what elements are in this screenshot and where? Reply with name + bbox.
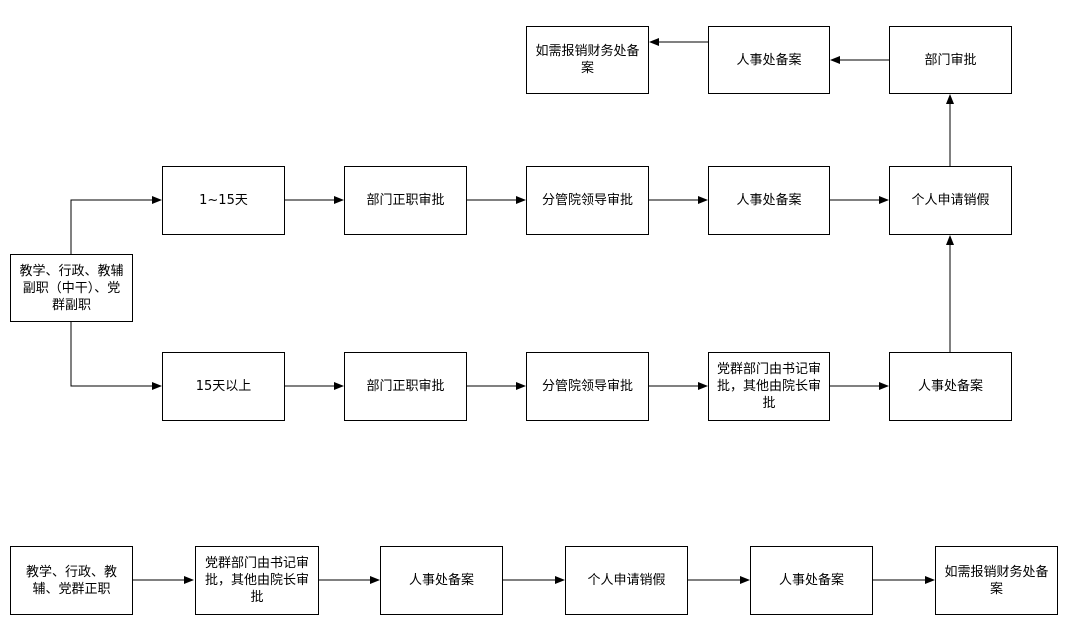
node-start-deputy-staff: 教学、行政、教辅副职（中干）、党群副职	[10, 254, 133, 322]
node-r2-15-days-plus: 15天以上	[162, 352, 285, 421]
node-r2-hr-filing: 人事处备案	[889, 352, 1012, 421]
node-r1-vice-leader-approval: 分管院领导审批	[526, 166, 649, 235]
node-b-hr-filing-1: 人事处备案	[380, 546, 503, 615]
node-b-start-principal-staff: 教学、行政、教辅、党群正职	[10, 546, 133, 615]
node-top-finance-filing: 如需报销财务处备案	[526, 26, 649, 94]
node-r2-party-or-president-approval: 党群部门由书记审批，其他由院长审批	[708, 352, 830, 421]
arrow-start-to-1-15days	[70, 196, 162, 254]
node-r1-hr-filing: 人事处备案	[708, 166, 830, 235]
node-r1-1-15-days: 1~15天	[162, 166, 285, 235]
node-r1-dept-head-approval: 部门正职审批	[344, 166, 467, 235]
node-b-finance-filing: 如需报销财务处备案	[935, 546, 1058, 615]
node-r2-vice-leader-approval: 分管院领导审批	[526, 352, 649, 421]
node-b-cancel-leave: 个人申请销假	[565, 546, 688, 615]
node-top-dept-approval: 部门审批	[889, 26, 1012, 94]
node-r2-dept-head-approval: 部门正职审批	[344, 352, 467, 421]
node-r1-cancel-leave: 个人申请销假	[889, 166, 1012, 235]
node-b-party-or-president-approval: 党群部门由书记审批，其他由院长审批	[195, 546, 319, 615]
node-b-hr-filing-2: 人事处备案	[750, 546, 873, 615]
node-top-hr-filing: 人事处备案	[708, 26, 830, 94]
arrow-start-to-15days-plus	[70, 322, 162, 390]
